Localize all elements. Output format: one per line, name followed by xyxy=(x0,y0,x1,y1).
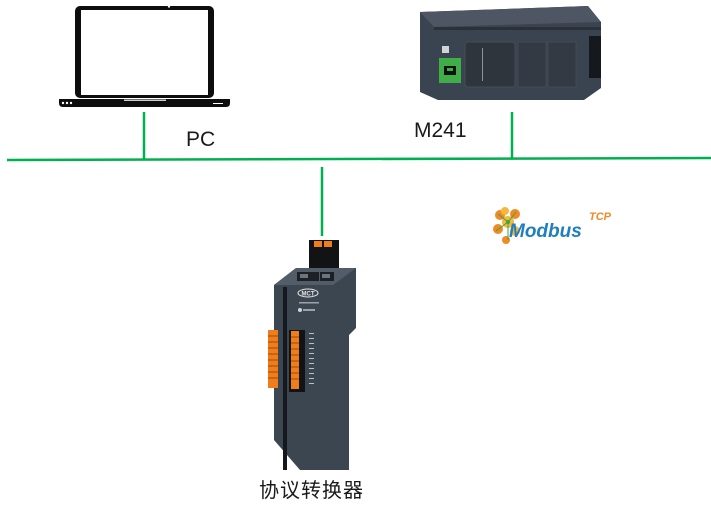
modbus-star-icon xyxy=(493,207,520,244)
converter-terminal-blocks xyxy=(268,330,314,392)
laptop-screen xyxy=(75,5,214,98)
laptop-base xyxy=(59,99,230,107)
converter-brand-badge: MCT xyxy=(297,288,319,312)
plc-ethernet-port xyxy=(439,58,461,83)
ethernet-bus-line xyxy=(6,156,711,162)
pc-label: PC xyxy=(186,128,216,151)
m241-label: M241 xyxy=(414,119,467,142)
converter-top-connector xyxy=(309,240,339,270)
modbus-tcp-suffix: TCP xyxy=(589,211,612,223)
plc-qr-sticker xyxy=(442,46,449,53)
converter-label: 协议转换器 xyxy=(259,478,364,502)
plc-body xyxy=(420,6,601,100)
modbus-wordmark: Modbus xyxy=(509,221,582,242)
converter-body xyxy=(274,268,356,470)
brand-badge-text: MCT xyxy=(302,292,315,298)
